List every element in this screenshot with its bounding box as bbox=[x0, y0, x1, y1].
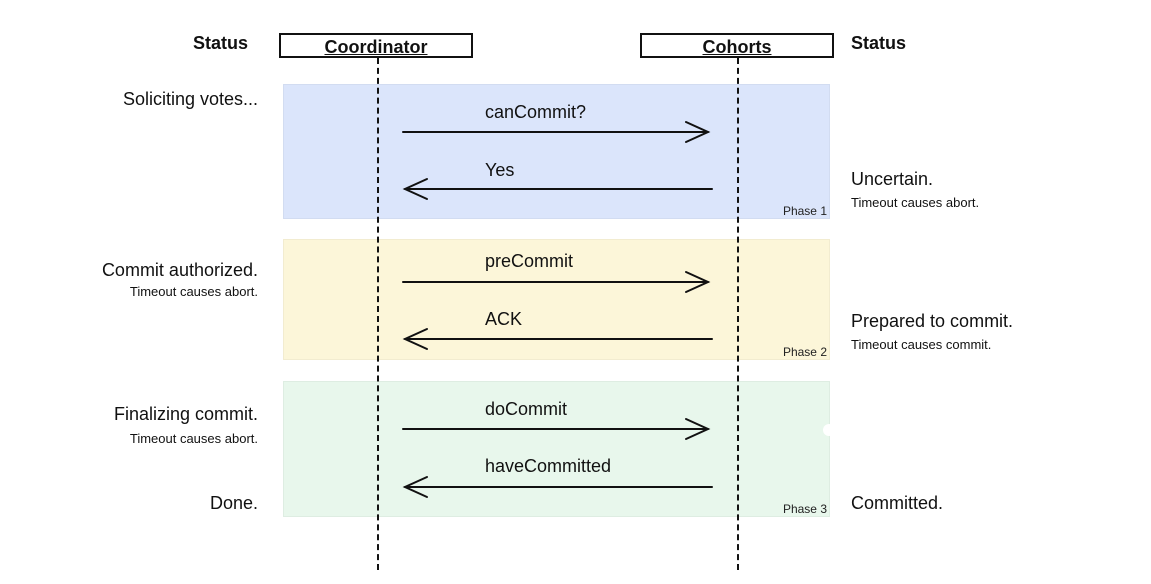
message-precommit: preCommit bbox=[485, 251, 574, 271]
arrow-precommit bbox=[402, 271, 711, 293]
cohorts-box: Cohorts bbox=[640, 33, 834, 58]
message-havecommitted: haveCommitted bbox=[485, 456, 612, 476]
cohort-status-prepared: Prepared to commit. bbox=[851, 311, 1014, 331]
cohorts-label: Cohorts bbox=[702, 37, 772, 57]
phase-3-label: Phase 3 bbox=[782, 502, 827, 516]
message-yes: Yes bbox=[485, 160, 515, 180]
arrow-havecommitted bbox=[402, 476, 713, 498]
coordinator-lifeline bbox=[377, 58, 379, 570]
coordinator-status-finalizing: Finalizing commit. bbox=[113, 404, 258, 424]
band-notch bbox=[823, 424, 835, 436]
coordinator-status-finalizing-note: Timeout causes abort. bbox=[129, 431, 258, 446]
left-status-header: Status bbox=[193, 33, 249, 53]
cohort-status-committed: Committed. bbox=[851, 493, 944, 513]
coordinator-label: Coordinator bbox=[324, 37, 428, 57]
message-cancommit: canCommit? bbox=[485, 102, 587, 122]
arrow-ack bbox=[402, 328, 713, 350]
cohort-status-uncertain: Uncertain. bbox=[851, 169, 934, 189]
message-docommit: doCommit bbox=[485, 399, 568, 419]
cohort-status-prepared-note: Timeout causes commit. bbox=[851, 337, 992, 352]
arrow-yes bbox=[402, 178, 713, 200]
arrow-cancommit bbox=[402, 121, 711, 143]
phase-1-label: Phase 1 bbox=[782, 204, 827, 218]
coordinator-status-done: Done. bbox=[209, 493, 258, 513]
coordinator-status-commit-authorized-note: Timeout causes abort. bbox=[129, 284, 258, 299]
phase-2-label: Phase 2 bbox=[782, 345, 827, 359]
cohorts-lifeline bbox=[737, 58, 739, 570]
message-ack: ACK bbox=[485, 309, 523, 329]
right-status-header: Status bbox=[851, 33, 907, 53]
coordinator-box: Coordinator bbox=[279, 33, 473, 58]
coordinator-status-commit-authorized: Commit authorized. bbox=[101, 260, 258, 280]
cohort-status-uncertain-note: Timeout causes abort. bbox=[851, 195, 980, 210]
arrow-docommit bbox=[402, 418, 711, 440]
coordinator-status-soliciting: Soliciting votes... bbox=[122, 89, 258, 109]
